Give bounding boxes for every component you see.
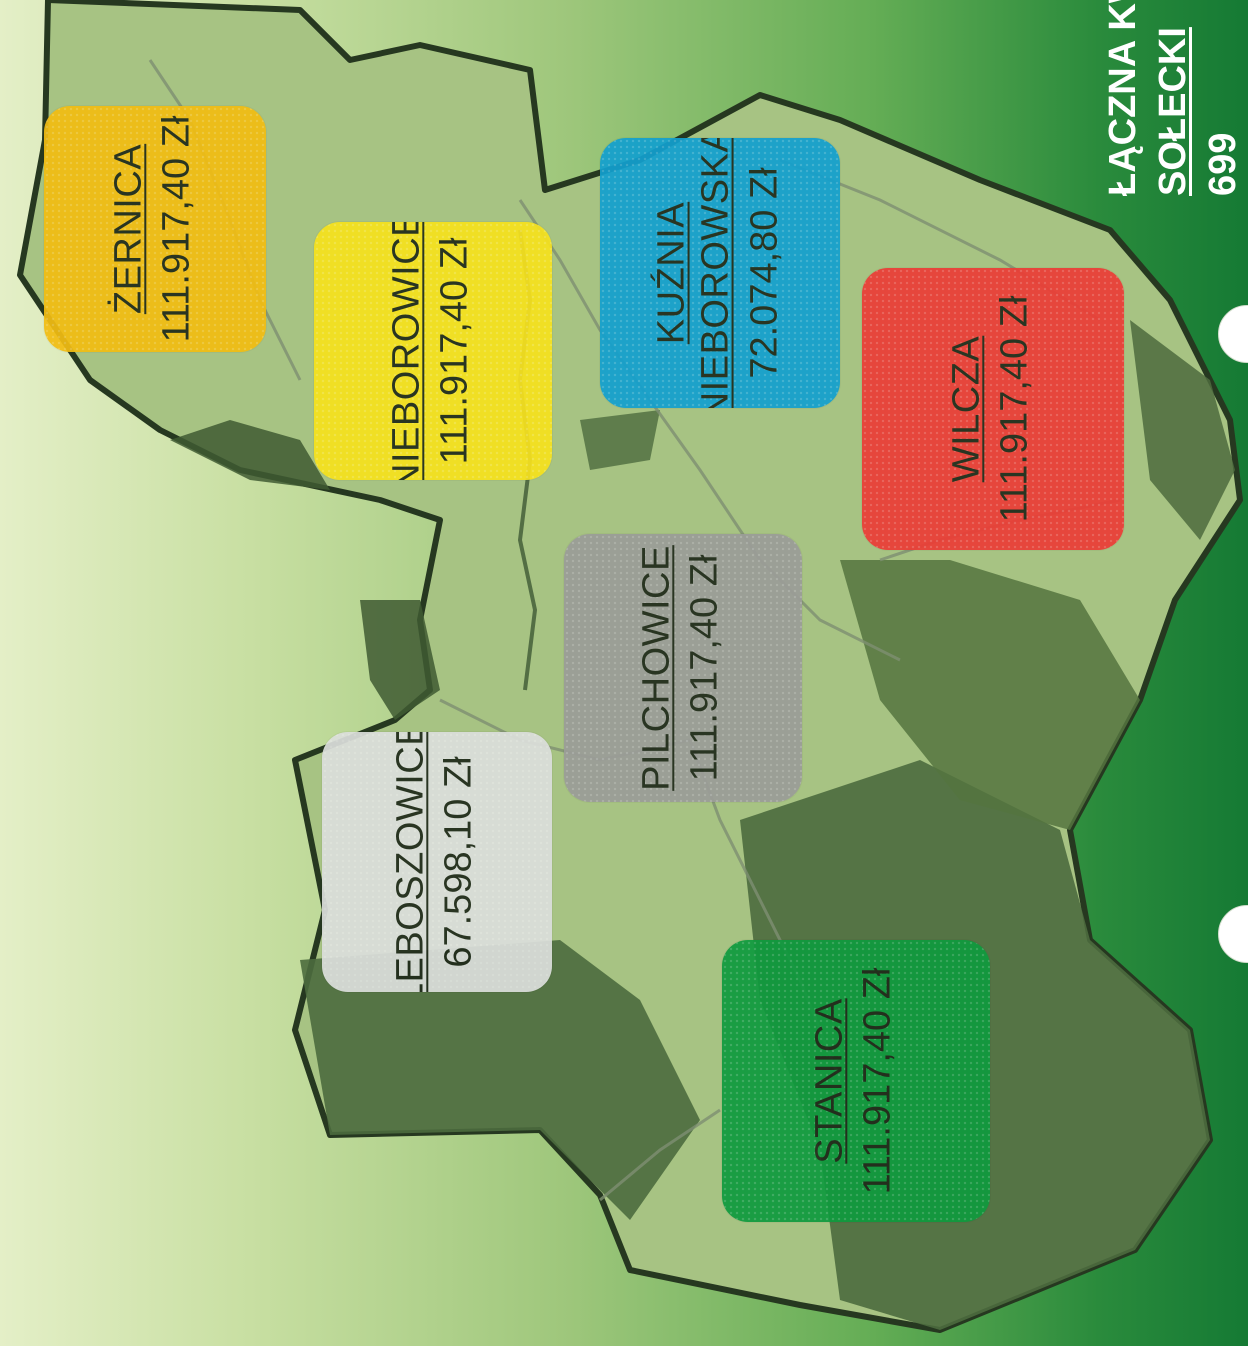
region-leboszowice-label: LEBOSZOWICE 67.598,10 Zł [389, 732, 482, 992]
header-line-3: 699 [1202, 132, 1244, 196]
region-nieborowice-label: NIEBOROWICE 111.917,40 Zł [385, 222, 478, 480]
region-nieborowice: NIEBOROWICE 111.917,40 Zł [314, 222, 552, 480]
forest-area [580, 410, 660, 470]
region-zernica: ŻERNICA 111.917,40 Zł [44, 106, 266, 352]
region-name: PILCHOWICE [635, 545, 678, 791]
region-amount: 111.917,40 Zł [155, 115, 198, 343]
region-name-line2: NIEBOROWSKA [694, 138, 737, 408]
region-kuznia-nieborowska: KUŹNIA NIEBOROWSKA 72.074,80 Zł [600, 138, 840, 408]
region-amount: 111.917,40 Zł [856, 967, 899, 1195]
region-pilchowice: PILCHOWICE 111.917,40 Zł [564, 534, 802, 802]
region-name-line1: KUŹNIA [650, 201, 693, 345]
region-amount: 67.598,10 Zł [437, 756, 480, 968]
region-amount: 111.917,40 Zł [433, 237, 476, 465]
region-wilcza-label: WILCZA 111.917,40 Zł [945, 295, 1038, 523]
region-name: WILCZA [945, 335, 988, 483]
forest-area [1130, 320, 1235, 540]
region-zernica-label: ŻERNICA 111.917,40 Zł [107, 115, 200, 343]
region-name: NIEBOROWICE [385, 222, 428, 480]
forest-area [300, 940, 700, 1220]
forest-area [360, 600, 440, 720]
region-amount: 111.917,40 Zł [683, 554, 726, 782]
region-name: LEBOSZOWICE [389, 732, 432, 992]
forest-area [840, 560, 1140, 830]
region-kuznia-label: KUŹNIA NIEBOROWSKA 72.074,80 Zł [651, 138, 790, 408]
region-amount: 72.074,80 Zł [743, 167, 786, 379]
forest-area [170, 420, 330, 490]
region-stanica-label: STANICA 111.917,40 Zł [808, 967, 901, 1195]
region-amount: 111.917,40 Zł [993, 295, 1036, 523]
region-stanica: STANICA 111.917,40 Zł [722, 940, 990, 1222]
header-line-1: ŁĄCZNA KW [1102, 0, 1144, 196]
region-name: ŻERNICA [107, 143, 150, 315]
header-title: ŁĄCZNA KW SOŁECKI 699 [1088, 0, 1248, 200]
region-name: STANICA [808, 998, 851, 1164]
region-pilchowice-label: PILCHOWICE 111.917,40 Zł [635, 545, 728, 791]
header-line-2: SOŁECKI [1152, 27, 1194, 196]
region-wilcza: WILCZA 111.917,40 Zł [862, 268, 1124, 550]
region-leboszowice: LEBOSZOWICE 67.598,10 Zł [322, 732, 552, 992]
